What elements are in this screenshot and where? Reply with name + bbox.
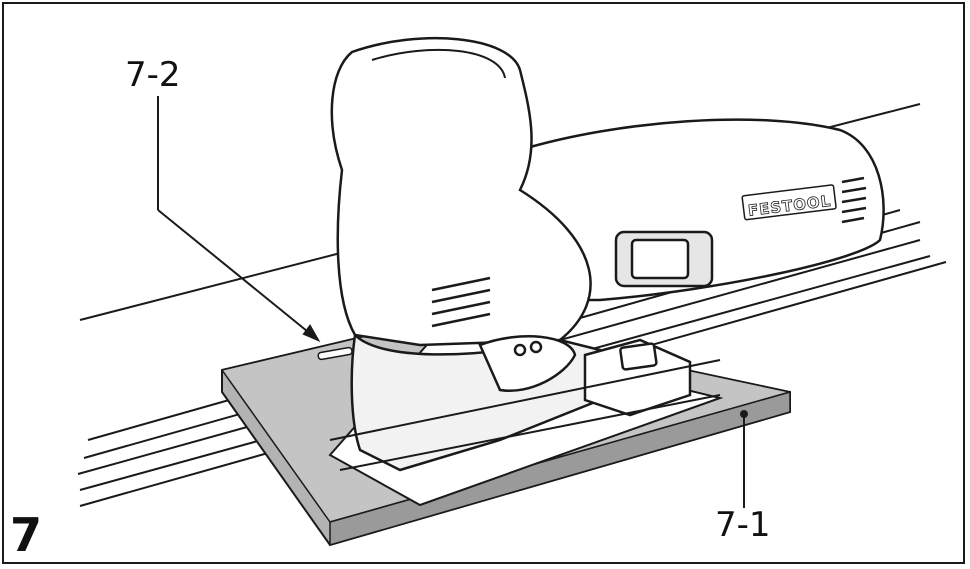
figure-number: 7 [10,508,43,562]
leader-lines [157,96,748,508]
callout-label-7-2: 7-2 [125,55,181,95]
callout-label-7-1: 7-1 [715,505,771,545]
jigsaw-body [329,36,885,472]
